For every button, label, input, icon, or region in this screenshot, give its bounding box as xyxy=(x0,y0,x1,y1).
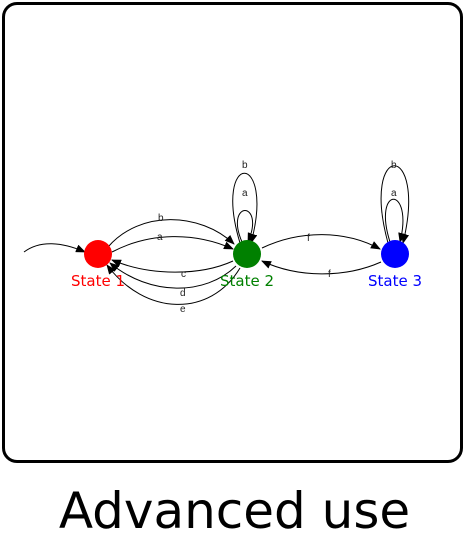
transition-a-state2-loop xyxy=(236,210,256,243)
transition-label: b xyxy=(242,160,248,171)
transition-label: c xyxy=(181,269,186,280)
transition-label: d xyxy=(180,288,186,299)
transition-label: e xyxy=(180,304,186,315)
caption-title: Advanced use xyxy=(58,482,411,540)
transition-a-state3-loop xyxy=(385,199,407,243)
transition-b-state3-loop xyxy=(380,165,410,244)
transition-label: f xyxy=(307,233,310,244)
transition-b-state2-loop xyxy=(232,172,258,244)
transition-c-state2-state1 xyxy=(111,259,234,273)
transition-f-state2-state3 xyxy=(261,234,381,250)
diagram-frame xyxy=(2,2,463,463)
state-label-3: State 3 xyxy=(368,272,422,290)
transition-label: a xyxy=(157,232,163,243)
transition-e-state2-state1 xyxy=(106,264,241,305)
transition-b-state1-state2 xyxy=(107,219,235,248)
transition-f-state3-state2 xyxy=(261,260,382,275)
transition-label: f xyxy=(328,269,331,280)
state-node-2 xyxy=(233,240,261,268)
transition-label: a xyxy=(391,188,397,199)
state-node-3 xyxy=(381,240,409,268)
initial-arrow xyxy=(23,243,86,253)
transition-label: b xyxy=(391,160,397,171)
state-node-1 xyxy=(84,240,112,268)
transition-d-state2-state1 xyxy=(109,262,237,289)
state-label-1: State 1 xyxy=(71,272,125,290)
transition-a-state1-state2 xyxy=(111,236,234,253)
transition-label: a xyxy=(242,188,248,199)
state-label-2: State 2 xyxy=(220,272,274,290)
transition-label: b xyxy=(158,213,164,224)
